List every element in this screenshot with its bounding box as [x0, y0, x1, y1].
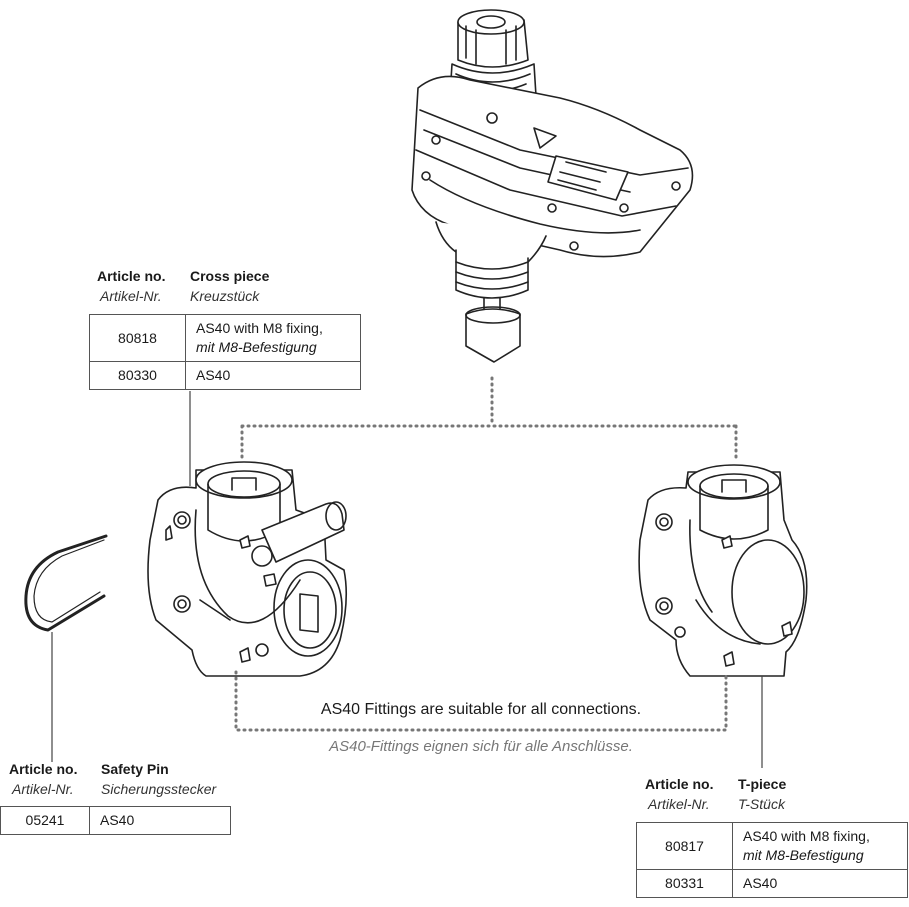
part-name-de: Sicherungsstecker: [101, 781, 217, 797]
t-piece-article-header: Article no. Artikel-Nr.: [645, 774, 713, 814]
article-number: 80817: [636, 822, 733, 870]
table-row: 05241 AS40: [0, 806, 231, 835]
description: AS40: [185, 361, 361, 390]
t-piece-table: 80817 AS40 with M8 fixing, mit M8-Befest…: [636, 822, 908, 898]
table-row: 80817 AS40 with M8 fixing, mit M8-Befest…: [636, 822, 908, 870]
article-label: Article no.: [645, 776, 714, 792]
part-name-de: Kreuzstück: [190, 288, 260, 304]
description-de: mit M8-Befestigung: [196, 339, 317, 355]
safety-pin-table: 05241 AS40: [0, 806, 231, 835]
article-label: Article no.: [97, 268, 166, 284]
table-row: 80331 AS40: [636, 869, 908, 898]
safety-pin-drawing: [24, 534, 108, 632]
description: AS40: [89, 806, 231, 835]
part-name: T-piece: [738, 776, 787, 792]
article-number: 05241: [0, 806, 90, 835]
article-number: 80330: [89, 361, 186, 390]
dotted-connector: [240, 376, 738, 464]
cross-piece-article-header: Article no. Artikel-Nr.: [97, 266, 165, 306]
cross-piece-drawing: [147, 461, 348, 677]
description: AS40: [732, 869, 908, 898]
article-label: Article no.: [9, 761, 78, 777]
table-row: 80818 AS40 with M8 fixing, mit M8-Befest…: [89, 314, 361, 362]
safety-pin-name-header: Safety Pin Sicherungsstecker: [101, 759, 216, 799]
safety-pin-article-header: Article no. Artikel-Nr.: [9, 759, 77, 799]
article-label-de: Artikel-Nr.: [648, 796, 710, 812]
t-piece-name-header: T-piece T-Stück: [738, 774, 786, 814]
description: AS40 with M8 fixing,: [743, 828, 870, 844]
article-label-de: Artikel-Nr.: [100, 288, 162, 304]
part-name: Safety Pin: [101, 761, 169, 777]
part-name: Cross piece: [190, 268, 270, 284]
dotted-connector-bottom: [234, 670, 728, 732]
cross-piece-name-header: Cross piece Kreuzstück: [190, 266, 269, 306]
part-name-de: T-Stück: [738, 796, 785, 812]
article-number: 80818: [89, 314, 186, 362]
article-label-de: Artikel-Nr.: [12, 781, 74, 797]
description: AS40 with M8 fixing,: [196, 320, 323, 336]
cross-piece-table: 80818 AS40 with M8 fixing, mit M8-Befest…: [89, 314, 361, 390]
table-row: 80330 AS40: [89, 361, 361, 390]
description-de: mit M8-Befestigung: [743, 847, 864, 863]
connection-note: AS40 Fittings are suitable for all conne…: [320, 701, 642, 718]
connection-note-de: AS40-Fittings eignen sich für alle Ansch…: [329, 738, 633, 755]
description-cell: AS40 with M8 fixing, mit M8-Befestigung: [185, 314, 361, 362]
drive-unit: [411, 9, 694, 363]
description-cell: AS40 with M8 fixing, mit M8-Befestigung: [732, 822, 908, 870]
t-piece-drawing: [638, 464, 808, 677]
article-number: 80331: [636, 869, 733, 898]
